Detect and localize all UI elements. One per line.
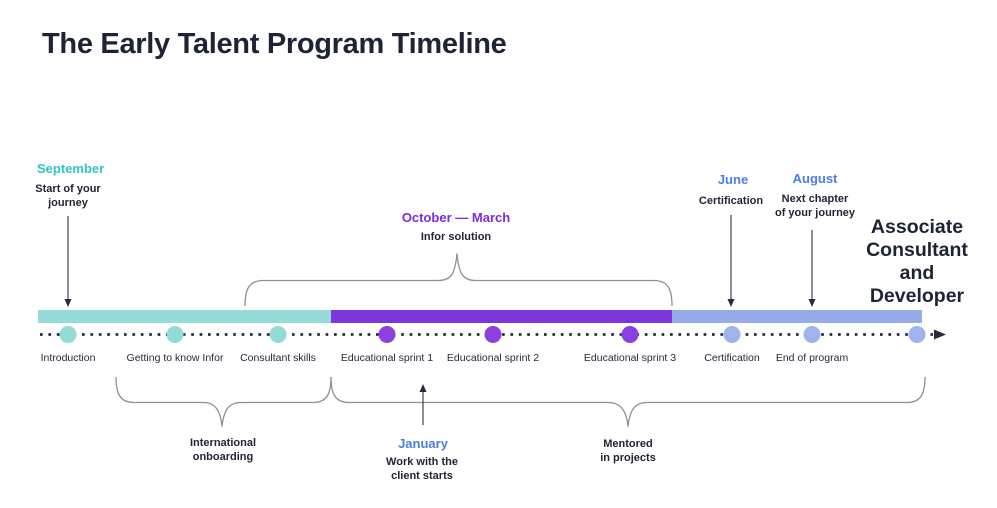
milestone-label: Introduction: [40, 352, 96, 364]
august-arrow-down-icon: [808, 230, 816, 307]
october-march-brace: [244, 253, 673, 307]
milestone-label: Educational sprint 1: [340, 352, 434, 364]
milestone-dot-certification: [723, 326, 741, 343]
june-arrow-down-icon: [727, 215, 735, 307]
milestone-label: Certification: [704, 352, 760, 364]
august-note: Next chapter of your journey: [774, 193, 856, 219]
milestone-dot-final: [908, 326, 926, 343]
milestone-dot-end-of-program: [803, 326, 821, 343]
mentored-in-projects-brace: [330, 376, 926, 427]
page-title: The Early Talent Program Timeline: [42, 28, 507, 60]
august-heading: August: [792, 171, 838, 186]
milestone-label: End of program: [775, 352, 849, 364]
october-march-note: Infor solution: [420, 231, 492, 243]
milestone-label: Educational sprint 2: [446, 352, 540, 364]
milestone-dot-introduction: [59, 326, 77, 343]
outcome-text: Associate Consultant and Developer: [866, 216, 968, 307]
international-onboarding-brace: [115, 376, 332, 427]
milestone-dot-educational-sprint-1: [378, 326, 396, 343]
september-heading: September: [37, 161, 105, 176]
international-onboarding-note: International onboarding: [189, 437, 257, 463]
june-heading: June: [717, 172, 749, 187]
milestone-dot-consultant-skills: [269, 326, 287, 343]
september-note: Start of your journey: [35, 183, 101, 209]
january-arrow-up-icon: [419, 384, 427, 425]
timeline-segment-infor-solution: [331, 310, 672, 323]
mentored-in-projects-note: Mentored in projects: [600, 438, 656, 464]
milestone-dot-educational-sprint-3: [621, 326, 639, 343]
milestone-label: Getting to know Infor: [126, 352, 224, 364]
january-heading: January: [398, 436, 448, 451]
june-note: Certification: [698, 195, 764, 207]
timeline-segment-projects: [672, 310, 922, 323]
milestone-label: Educational sprint 3: [583, 352, 677, 364]
september-arrow-down-icon: [64, 216, 72, 307]
january-note: Work with the client starts: [386, 456, 458, 482]
milestone-dot-getting-to-know-infor: [166, 326, 184, 343]
axis-arrow-right-icon: [934, 329, 946, 340]
timeline-segment-onboarding: [38, 310, 331, 323]
milestone-label: Consultant skills: [240, 352, 316, 364]
milestone-dot-educational-sprint-2: [484, 326, 502, 343]
october-march-heading: October — March: [401, 210, 511, 225]
